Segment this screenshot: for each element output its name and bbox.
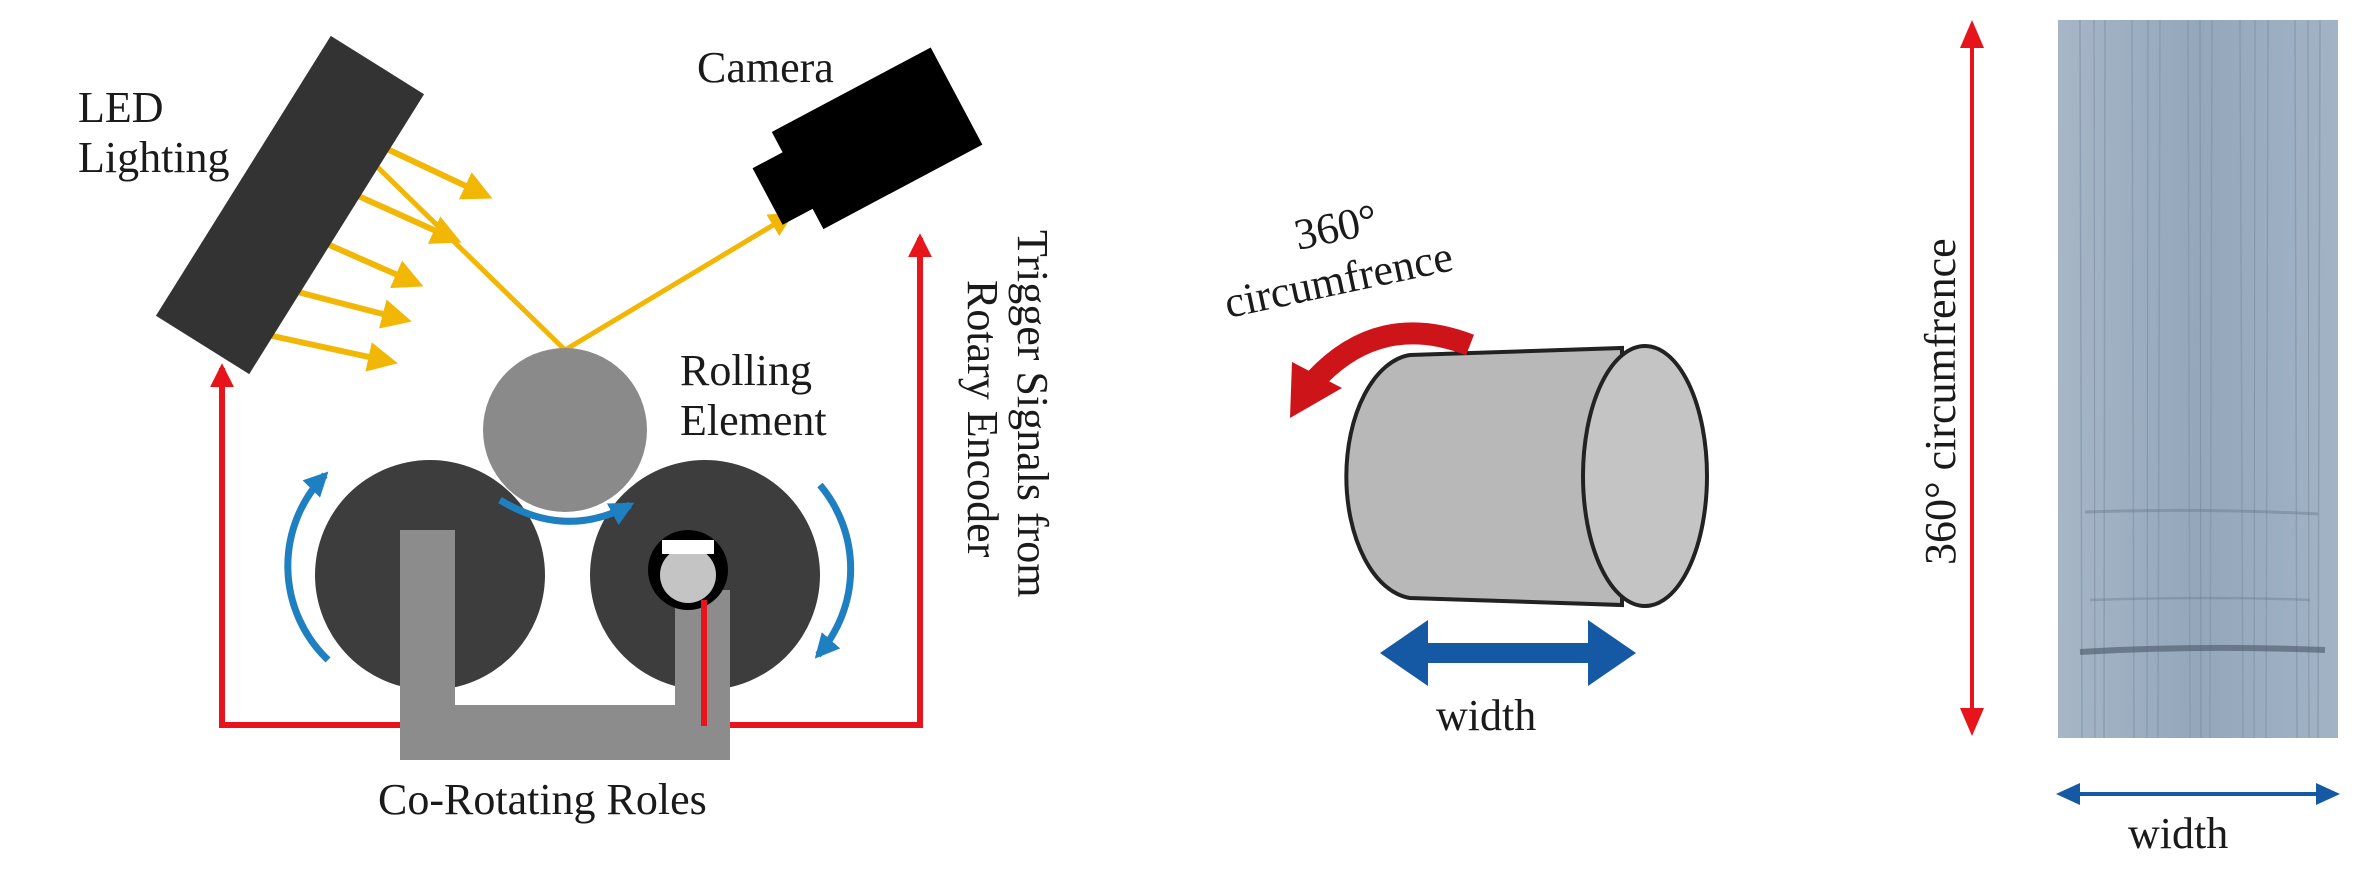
cylinder-end-face: [1581, 344, 1709, 608]
rotary-encoder: [648, 530, 728, 610]
cylinder-panel: 360° circumfrence width: [1220, 194, 1709, 740]
surface-scan-image: [2058, 19, 2338, 739]
scan-width-label: width: [2128, 809, 2228, 858]
rotation-arrows: [284, 471, 855, 663]
camera-label: Camera: [697, 43, 834, 92]
led-lighting-label-line1: LED: [78, 83, 164, 132]
trigger-signals-label-line2: Rotary Encoder: [958, 280, 1007, 558]
inspection-setup-panel: LED Lighting Camera Rolling Element Trig…: [78, 35, 1057, 824]
circumference-arrow: [1960, 20, 1984, 736]
cylinder-rotation-arrow: [1290, 322, 1474, 418]
rolling-element-label-line1: Rolling: [680, 346, 812, 395]
scan-width-arrow: [2056, 783, 2340, 805]
led-light-rays: [267, 145, 795, 372]
rolling-element-label-line2: Element: [680, 396, 827, 445]
cylinder-body: [1344, 345, 1624, 608]
camera-device: [752, 47, 983, 230]
co-rotating-rollers-label: Co-Rotating Roles: [378, 775, 707, 824]
surface-scan-panel: 360° circumfrence: [1916, 19, 2340, 858]
led-lighting-label-line2: Lighting: [78, 133, 230, 182]
circumference-label: 360° circumfrence: [1916, 238, 1965, 565]
rolling-element: [483, 348, 647, 512]
cylinder-width-arrow: [1380, 620, 1636, 686]
led-lighting-device: [155, 35, 425, 375]
cylinder-width-label: width: [1436, 691, 1536, 740]
trigger-signals-label-line1: Trigger Signals from: [1008, 230, 1057, 598]
